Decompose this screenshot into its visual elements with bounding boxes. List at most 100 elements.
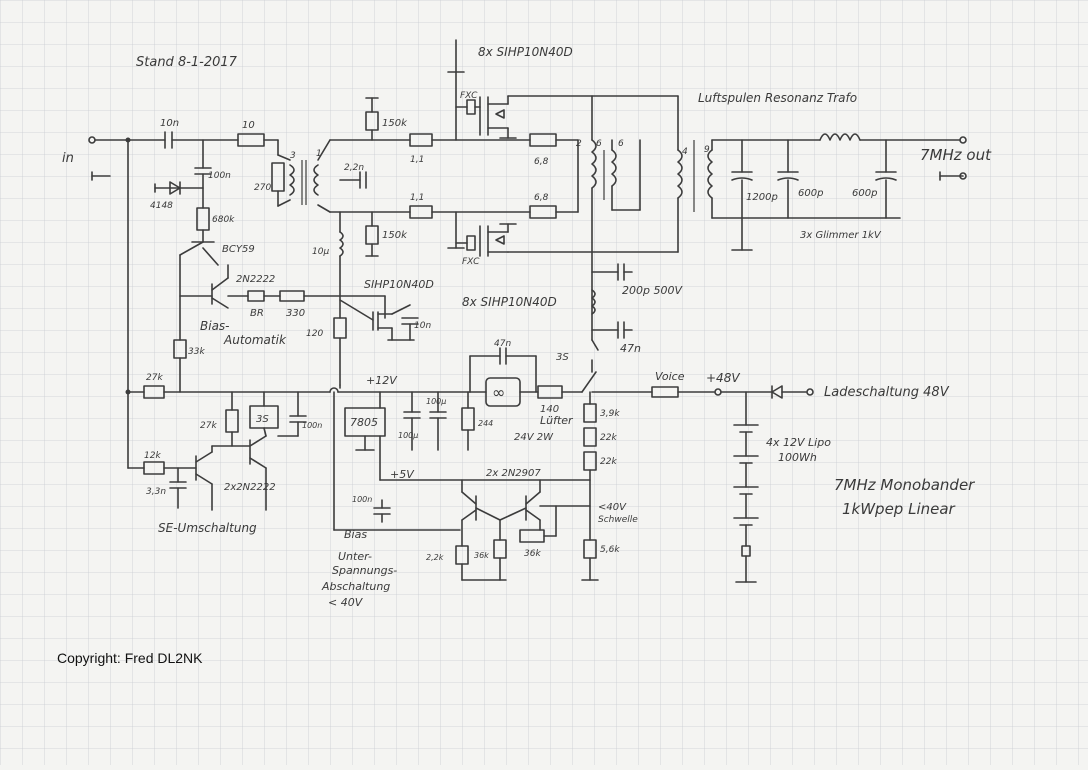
bias-label: Bias <box>344 528 367 541</box>
t-2n2907-value: 2x 2N2907 <box>486 468 541 479</box>
r11b-value: 1,1 <box>410 193 424 203</box>
se-label: SE-Umschaltung <box>158 521 257 535</box>
svg-text:∞: ∞ <box>492 383 505 402</box>
br-value: BR <box>250 308 264 319</box>
battery2-label: 100Wh <box>778 451 817 464</box>
n4-value: 4 <box>682 147 688 157</box>
fan-label: Lüfter <box>540 414 574 427</box>
final-stage <box>447 39 967 351</box>
plus5-label: +5V <box>390 468 415 481</box>
t3-value: 3 <box>290 151 296 161</box>
s3s-b-value: 3S <box>556 352 569 363</box>
r27k-a-value: 27k <box>146 373 163 383</box>
t1-value: 1 <box>316 149 322 159</box>
l10u-value: 10µ <box>312 247 329 257</box>
se-switch-section <box>127 391 307 511</box>
s3s-a-value: 3S <box>256 414 269 425</box>
n9-value: 9 <box>704 145 710 155</box>
d4148-value: 4148 <box>150 201 173 211</box>
input-section <box>88 131 386 469</box>
undervoltage-section <box>455 391 599 581</box>
t-2n2222-value: 2N2222 <box>236 274 275 285</box>
title2-label: 1kWpep Linear <box>842 500 956 518</box>
c10n-drv-value: 10n <box>414 321 431 331</box>
r39k-value: 3,9k <box>600 409 620 419</box>
fxc-bottom-label: FXC <box>462 257 480 267</box>
c100n-se-value: 100n <box>302 421 322 430</box>
schwelle-label: Schwelle <box>598 515 638 525</box>
c100n-in-value: 100n <box>208 171 231 181</box>
r150k-bot-value: 150k <box>382 230 408 241</box>
c10n-value: 10n <box>160 118 179 129</box>
c47n-fan-value: 47n <box>494 339 511 349</box>
c200p-value: 200p 500V <box>622 284 683 297</box>
r33k-value: 33k <box>188 347 205 357</box>
lt40-label: <40V <box>598 502 627 513</box>
regulator-section <box>344 391 591 523</box>
r140-value: 140 <box>540 404 559 415</box>
plus48-label: +48V <box>706 371 740 385</box>
t-bcy-value: BCY59 <box>222 244 255 255</box>
r12k-value: 12k <box>144 451 161 461</box>
power-rail: ∞ <box>125 347 814 583</box>
r330-value: 330 <box>286 308 305 319</box>
r10-value: 10 <box>242 120 255 131</box>
c100n-5v-value: 100n <box>352 495 372 504</box>
fxc-top-label: FXC <box>460 91 478 101</box>
bias-auto2-label: Automatik <box>223 333 287 347</box>
voice-label: Voice <box>655 370 685 383</box>
r36k-b-value: 36k <box>524 549 541 559</box>
n6a-value: 6 <box>596 139 602 149</box>
r11a-value: 1,1 <box>410 155 424 165</box>
c100u-a-value: 100µ <box>426 397 446 406</box>
c100u-b-value: 100µ <box>398 431 418 440</box>
c600pa-value: 600p <box>798 188 823 199</box>
final-fets-top-label: 8x SIHP10N40D <box>478 45 573 59</box>
fan-rating-label: 24V 2W <box>514 432 554 443</box>
c1200p-value: 1200p <box>746 192 778 203</box>
r244-value: 244 <box>478 419 493 428</box>
output-label: 7MHz out <box>920 146 992 164</box>
r68b-value: 6,8 <box>534 193 549 203</box>
r680k-value: 680k <box>212 215 235 225</box>
r22k-a-value: 22k <box>600 433 617 443</box>
under4-label: < 40V <box>328 596 364 609</box>
r120-value: 120 <box>306 329 323 339</box>
final-fets-bottom-label: 8x SIHP10N40D <box>462 295 557 309</box>
c22n-value: 2,2n <box>344 163 364 173</box>
c47n-value: 47n <box>620 342 641 355</box>
r68a-value: 6,8 <box>534 157 549 167</box>
n2-value: 2 <box>576 139 582 149</box>
under2-label: Spannungs- <box>332 564 397 577</box>
title1-label: 7MHz Monobander <box>834 476 975 494</box>
battery-label: 4x 12V Lipo <box>766 436 831 449</box>
glimmer-label: 3x Glimmer 1kV <box>800 230 882 241</box>
r27k-b-value: 27k <box>200 421 217 431</box>
reg-label: 7805 <box>350 416 378 429</box>
c600pb-value: 600p <box>852 188 877 199</box>
r150k-top-value: 150k <box>382 118 408 129</box>
driver-fet-label: SIHP10N40D <box>364 278 434 291</box>
r22k-c-value: 2,2k <box>426 553 444 562</box>
c33n-value: 3,3n <box>146 487 166 497</box>
charge-label: Ladeschaltung 48V <box>824 385 950 400</box>
r270-value: 270 <box>254 183 271 193</box>
copyright-text: Copyright: Fred DL2NK <box>57 650 203 666</box>
r22k-b-value: 22k <box>600 457 617 467</box>
date-label: Stand 8-1-2017 <box>136 55 238 70</box>
n6b-value: 6 <box>618 139 624 149</box>
under3-label: Abschaltung <box>321 580 390 593</box>
t-2x2222-value: 2x2N2222 <box>224 482 276 493</box>
input-label: in <box>62 151 74 166</box>
r36k-a-value: 36k <box>474 551 489 560</box>
plus12-label: +12V <box>366 374 398 387</box>
resonance-label: Luftspulen Resonanz Trafo <box>698 91 857 105</box>
r56k-value: 5,6k <box>600 545 620 555</box>
under1-label: Unter- <box>338 550 372 563</box>
gate-drive-section <box>317 97 579 386</box>
bias-auto-label: Bias- <box>200 319 230 333</box>
annotations: Stand 8-1-2017 in 7MHz out 8x SIHP10N40D… <box>62 45 992 609</box>
